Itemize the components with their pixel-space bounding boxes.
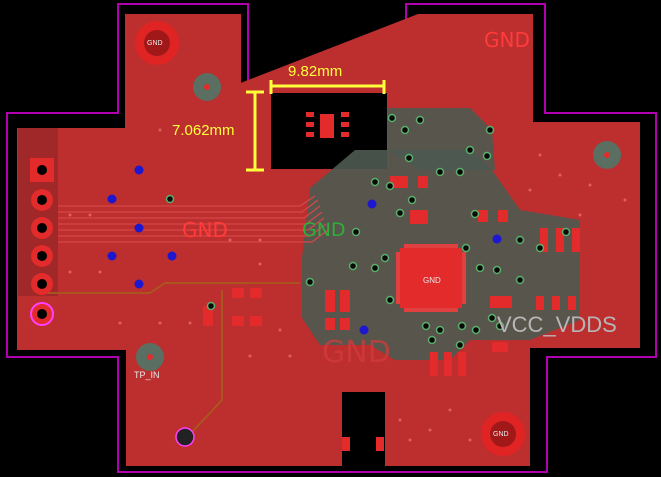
mounting-hole-bottom-right[interactable] bbox=[481, 412, 525, 456]
net-label-vcc-vdds: VCC_VDDS bbox=[497, 312, 617, 337]
header-pins bbox=[30, 158, 54, 326]
dimension-horizontal-label: 9.82mm bbox=[288, 63, 343, 80]
dimension-horizontal bbox=[269, 80, 386, 94]
net-label-gnd-bottom: GND bbox=[322, 335, 391, 370]
net-label-tp-in: TP_IN bbox=[134, 370, 160, 380]
main-ic-pins bbox=[396, 244, 466, 312]
bottom-island-upper bbox=[388, 108, 495, 170]
test-point-2[interactable] bbox=[593, 141, 621, 169]
net-label-gnd-green: GND bbox=[302, 219, 346, 241]
trace-bus bbox=[58, 195, 329, 243]
mounting-hole-label-top-left: GND bbox=[147, 40, 163, 47]
net-label-gnd-left: GND bbox=[182, 218, 228, 242]
dimension-vertical bbox=[246, 90, 264, 172]
dimension-vertical-label: 7.062mm bbox=[172, 122, 235, 139]
mounting-hole-top-left[interactable] bbox=[135, 21, 179, 65]
bottom-traces bbox=[45, 282, 300, 433]
test-point-3[interactable] bbox=[136, 343, 164, 371]
vias-blue bbox=[107, 165, 502, 335]
vias-small bbox=[68, 128, 627, 442]
header-pad-area bbox=[18, 128, 58, 296]
test-point-1[interactable] bbox=[193, 73, 221, 101]
mounting-hole-label-bottom-right: GND bbox=[493, 431, 509, 438]
keepout-bottom bbox=[343, 392, 385, 462]
main-ic[interactable] bbox=[400, 248, 462, 308]
ic-net-label: GND bbox=[423, 276, 441, 285]
vias-black bbox=[165, 113, 571, 350]
test-point-4[interactable] bbox=[175, 427, 195, 447]
net-label-gnd-top-right: GND bbox=[484, 28, 530, 52]
component-pads bbox=[203, 112, 580, 451]
